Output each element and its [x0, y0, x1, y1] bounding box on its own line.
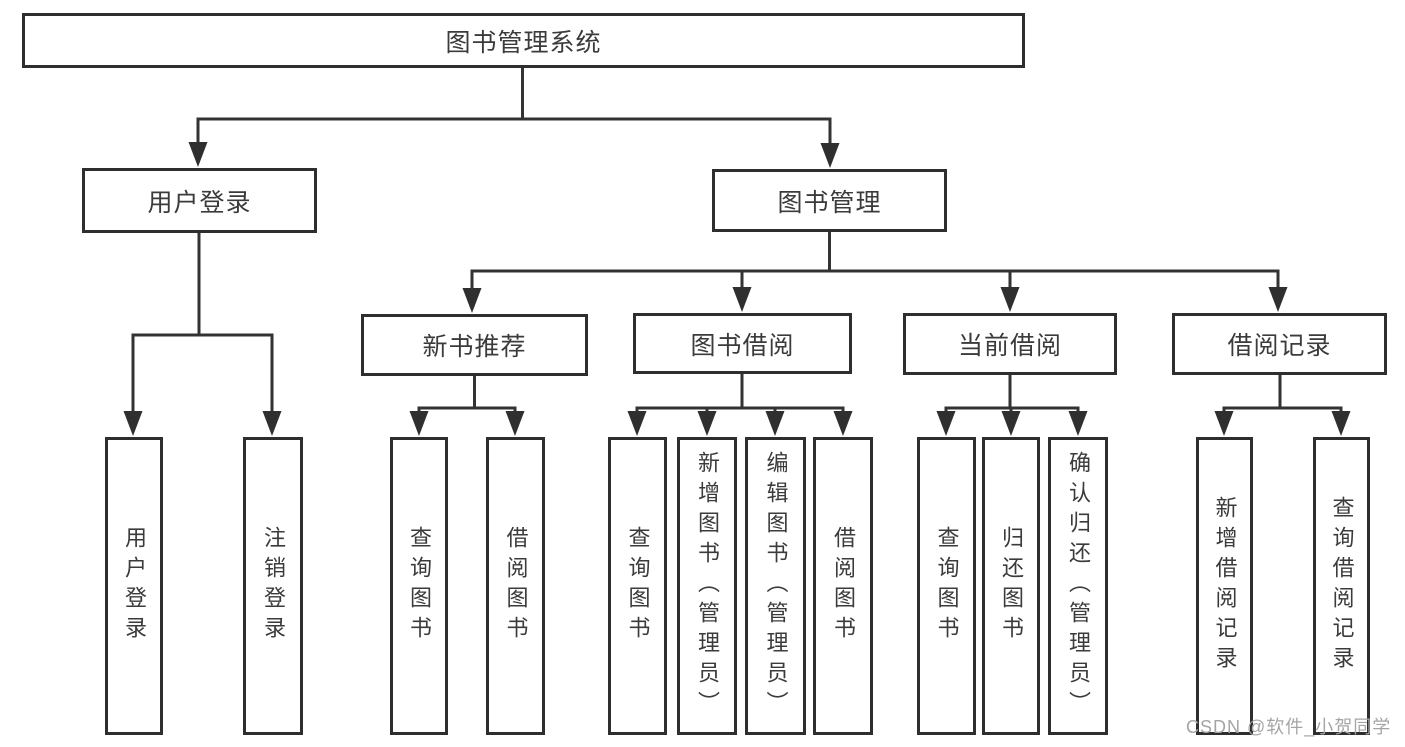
leaf-query-books-current-label: 查询图书	[934, 526, 960, 646]
leaf-query-borrow-record-label: 查询借阅记录	[1329, 496, 1355, 676]
leaf-edit-book-admin: 编辑图书（管理员）	[745, 437, 806, 735]
leaf-logout-label: 注销登录	[261, 526, 286, 646]
node-book-management: 图书管理	[712, 169, 947, 232]
leaf-edit-book-admin-label: 编辑图书（管理员）	[763, 451, 789, 721]
node-book-borrowing-label: 图书借阅	[690, 331, 795, 360]
connector-bookborrow-to-leaves	[635, 374, 845, 414]
leaf-add-book-admin-label: 新增图书（管理员）	[695, 451, 720, 721]
connector-currentborrow-to-leaves	[944, 375, 1080, 414]
node-library-system-label: 图书管理系统	[445, 28, 602, 57]
leaf-confirm-return-admin: 确认归还（管理员）	[1048, 437, 1108, 735]
leaf-add-borrow-record-label: 新增借阅记录	[1212, 496, 1238, 676]
leaf-borrow-books-recommend: 借阅图书	[486, 437, 545, 735]
leaf-user-login-label: 用户登录	[122, 526, 147, 646]
node-library-system: 图书管理系统	[22, 13, 1025, 68]
leaf-add-book-admin: 新增图书（管理员）	[677, 437, 737, 735]
leaf-borrow-books-borrowing-label: 借阅图书	[831, 526, 856, 646]
node-current-borrowing: 当前借阅	[903, 313, 1117, 375]
node-borrowing-records: 借阅记录	[1172, 313, 1387, 375]
node-new-book-recommendation: 新书推荐	[361, 314, 588, 376]
leaf-logout: 注销登录	[243, 437, 303, 735]
connector-userlogin-to-leaves	[131, 233, 274, 414]
connector-records-to-leaves	[1222, 375, 1343, 414]
leaf-user-login: 用户登录	[105, 437, 163, 735]
connector-bookmgmt-to-level3	[470, 232, 1280, 291]
connector-newbook-to-leaves	[417, 376, 517, 414]
node-borrowing-records-label: 借阅记录	[1227, 332, 1332, 360]
leaf-return-books-label: 归还图书	[999, 526, 1024, 646]
node-book-management-label: 图书管理	[777, 188, 882, 217]
leaf-borrow-books-borrowing: 借阅图书	[813, 437, 873, 735]
node-user-login: 用户登录	[82, 168, 317, 233]
leaf-query-books-borrowing: 查询图书	[608, 437, 667, 735]
node-new-book-recommendation-label: 新书推荐	[422, 333, 527, 361]
leaf-query-borrow-record: 查询借阅记录	[1313, 437, 1370, 735]
arrowheads	[123, 142, 1351, 436]
leaf-borrow-books-recommend-label: 借阅图书	[503, 526, 529, 646]
node-book-borrowing: 图书借阅	[633, 313, 852, 374]
leaf-confirm-return-admin-label: 确认归还（管理员）	[1066, 451, 1091, 721]
leaf-query-books-recommend-label: 查询图书	[407, 526, 432, 646]
leaf-query-books-borrowing-label: 查询图书	[625, 526, 651, 646]
leaf-return-books: 归还图书	[982, 437, 1040, 735]
node-current-borrowing-label: 当前借阅	[957, 332, 1062, 360]
leaf-add-borrow-record: 新增借阅记录	[1196, 437, 1253, 735]
connector-root-to-level2	[196, 67, 832, 146]
node-user-login-label: 用户登录	[147, 188, 252, 217]
leaf-query-books-current: 查询图书	[917, 437, 976, 735]
leaf-query-books-recommend: 查询图书	[390, 437, 448, 735]
